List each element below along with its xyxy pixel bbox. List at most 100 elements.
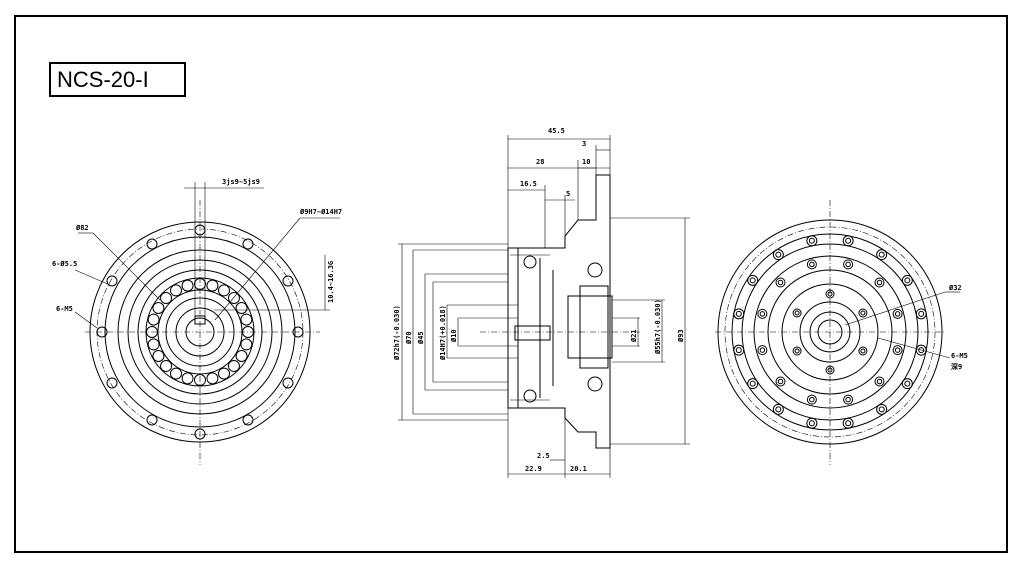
bearing-ball: [170, 367, 182, 380]
dia-70: Ø70: [405, 331, 413, 345]
depth-label: 深9: [951, 362, 962, 371]
dia-55: Ø55h7(-0.030): [654, 299, 662, 355]
dia-14: Ø14H7(+0.018): [439, 305, 447, 361]
dim-2-5: 2.5: [537, 452, 550, 460]
bearing-ball: [227, 292, 240, 305]
bolt-hole: [735, 310, 742, 317]
drawing-title: NCS-20-I: [57, 67, 149, 92]
bore-range-label: Ø9H7~Ø14H7: [299, 208, 342, 216]
bearing-ball: [218, 367, 230, 380]
bearing-ball: [181, 372, 194, 385]
bolt-hole: [874, 277, 885, 288]
phi82-label: Ø82: [75, 224, 89, 232]
dia-21: Ø21: [630, 329, 638, 343]
bolt-hole: [876, 279, 883, 286]
bolt-hole: [878, 406, 885, 413]
dim-10: 10: [582, 158, 590, 166]
dim-16-5: 16.5: [520, 180, 537, 188]
bolt-hole: [845, 237, 852, 244]
bolt-hole: [735, 347, 742, 354]
bearing-ball: [227, 359, 240, 372]
dia-72: Ø72h7(-0.030): [393, 305, 401, 361]
dim-3: 3: [582, 140, 586, 148]
bolt-hole: [918, 310, 925, 317]
bolt-hole: [894, 311, 901, 317]
bolt-hole: [876, 378, 883, 385]
right-rear-view: Ø32 6-M5 深9: [715, 200, 968, 465]
bolt-hole: [777, 378, 784, 385]
bolt-hole: [808, 420, 815, 427]
bolt-hole: [915, 344, 927, 356]
bearing-ball: [235, 302, 248, 314]
bolt-hole: [843, 259, 854, 270]
bolt-hole: [772, 249, 784, 261]
bolt-hole: [845, 396, 851, 403]
dia-93: Ø93: [677, 329, 685, 343]
holes-m5-right-label: 6-M5: [951, 352, 968, 360]
bolt-hole: [749, 277, 756, 284]
bearing-ball: [206, 372, 219, 385]
bolt-hole: [757, 345, 768, 356]
bolt-hole: [878, 251, 885, 258]
bolt-hole: [860, 310, 866, 316]
dim-20-1: 20.1: [570, 465, 587, 473]
bearing-ball: [170, 284, 182, 297]
bearing-ball: [240, 338, 253, 351]
holes-m5-label: 6-M5: [56, 305, 73, 313]
bolt-hole: [733, 308, 745, 320]
bolt-hole: [733, 344, 745, 356]
bearing-ball: [181, 279, 194, 292]
bolt-hole: [775, 251, 782, 258]
dim-22-9: 22.9: [525, 465, 542, 473]
bolt-hole: [775, 376, 786, 387]
title-block: NCS-20-I: [49, 62, 186, 97]
bearing-ball: [218, 284, 230, 297]
bolt-hole: [874, 376, 885, 387]
bolt-hole: [759, 311, 766, 317]
bolt-hole: [918, 347, 925, 354]
bolt-hole: [901, 274, 913, 286]
bolt-hole: [749, 380, 756, 387]
bolt-hole: [858, 346, 868, 356]
bolt-hole: [915, 308, 927, 320]
bolt-hole: [806, 259, 817, 270]
right-bolt-holes: [733, 235, 927, 429]
bolt-hole: [876, 403, 888, 415]
bolt-hole: [747, 274, 759, 286]
bolt-hole: [792, 346, 802, 356]
bolt-hole: [904, 277, 911, 284]
drawing-frame: [14, 15, 1008, 553]
bolt-hole: [876, 249, 888, 261]
bearing-ball: [235, 350, 248, 362]
bearing-ball: [152, 302, 165, 314]
bearing-ball: [160, 359, 173, 372]
bolt-hole: [792, 308, 802, 318]
bearing-ball: [152, 350, 165, 362]
bearing-ball: [146, 326, 158, 338]
bolt-hole: [845, 261, 851, 268]
bearing-ball: [147, 313, 160, 326]
dia-45: Ø45: [417, 331, 425, 345]
bolt-hole: [747, 378, 759, 390]
bolt-hole: [860, 348, 866, 354]
bolt-hole: [806, 235, 818, 247]
bolt-hole: [843, 394, 854, 405]
dia-10: Ø10: [450, 329, 458, 343]
bolt-hole: [842, 417, 854, 429]
bearing-ball: [147, 338, 160, 351]
keyway-depth-label: 10.4~16.3G: [327, 261, 335, 303]
bolt-hole: [858, 308, 868, 318]
left-front-view: 3js9~5js9 Ø9H7~Ø14H7 Ø82 6-Ø5.5 6-M5 10.…: [52, 178, 342, 465]
bearing-ball: [206, 279, 219, 292]
dim-5: 5: [566, 190, 570, 198]
bolt-hole: [892, 308, 903, 319]
bolt-hole: [775, 277, 786, 288]
bolt-hole: [794, 348, 800, 354]
keyway-label: 3js9~5js9: [222, 178, 260, 186]
bearing-ball: [160, 292, 173, 305]
bolt-hole: [808, 237, 815, 244]
bolt-hole: [757, 308, 768, 319]
bolt-hole: [794, 310, 800, 316]
bolt-hole: [809, 396, 815, 403]
bolt-hole: [806, 417, 818, 429]
